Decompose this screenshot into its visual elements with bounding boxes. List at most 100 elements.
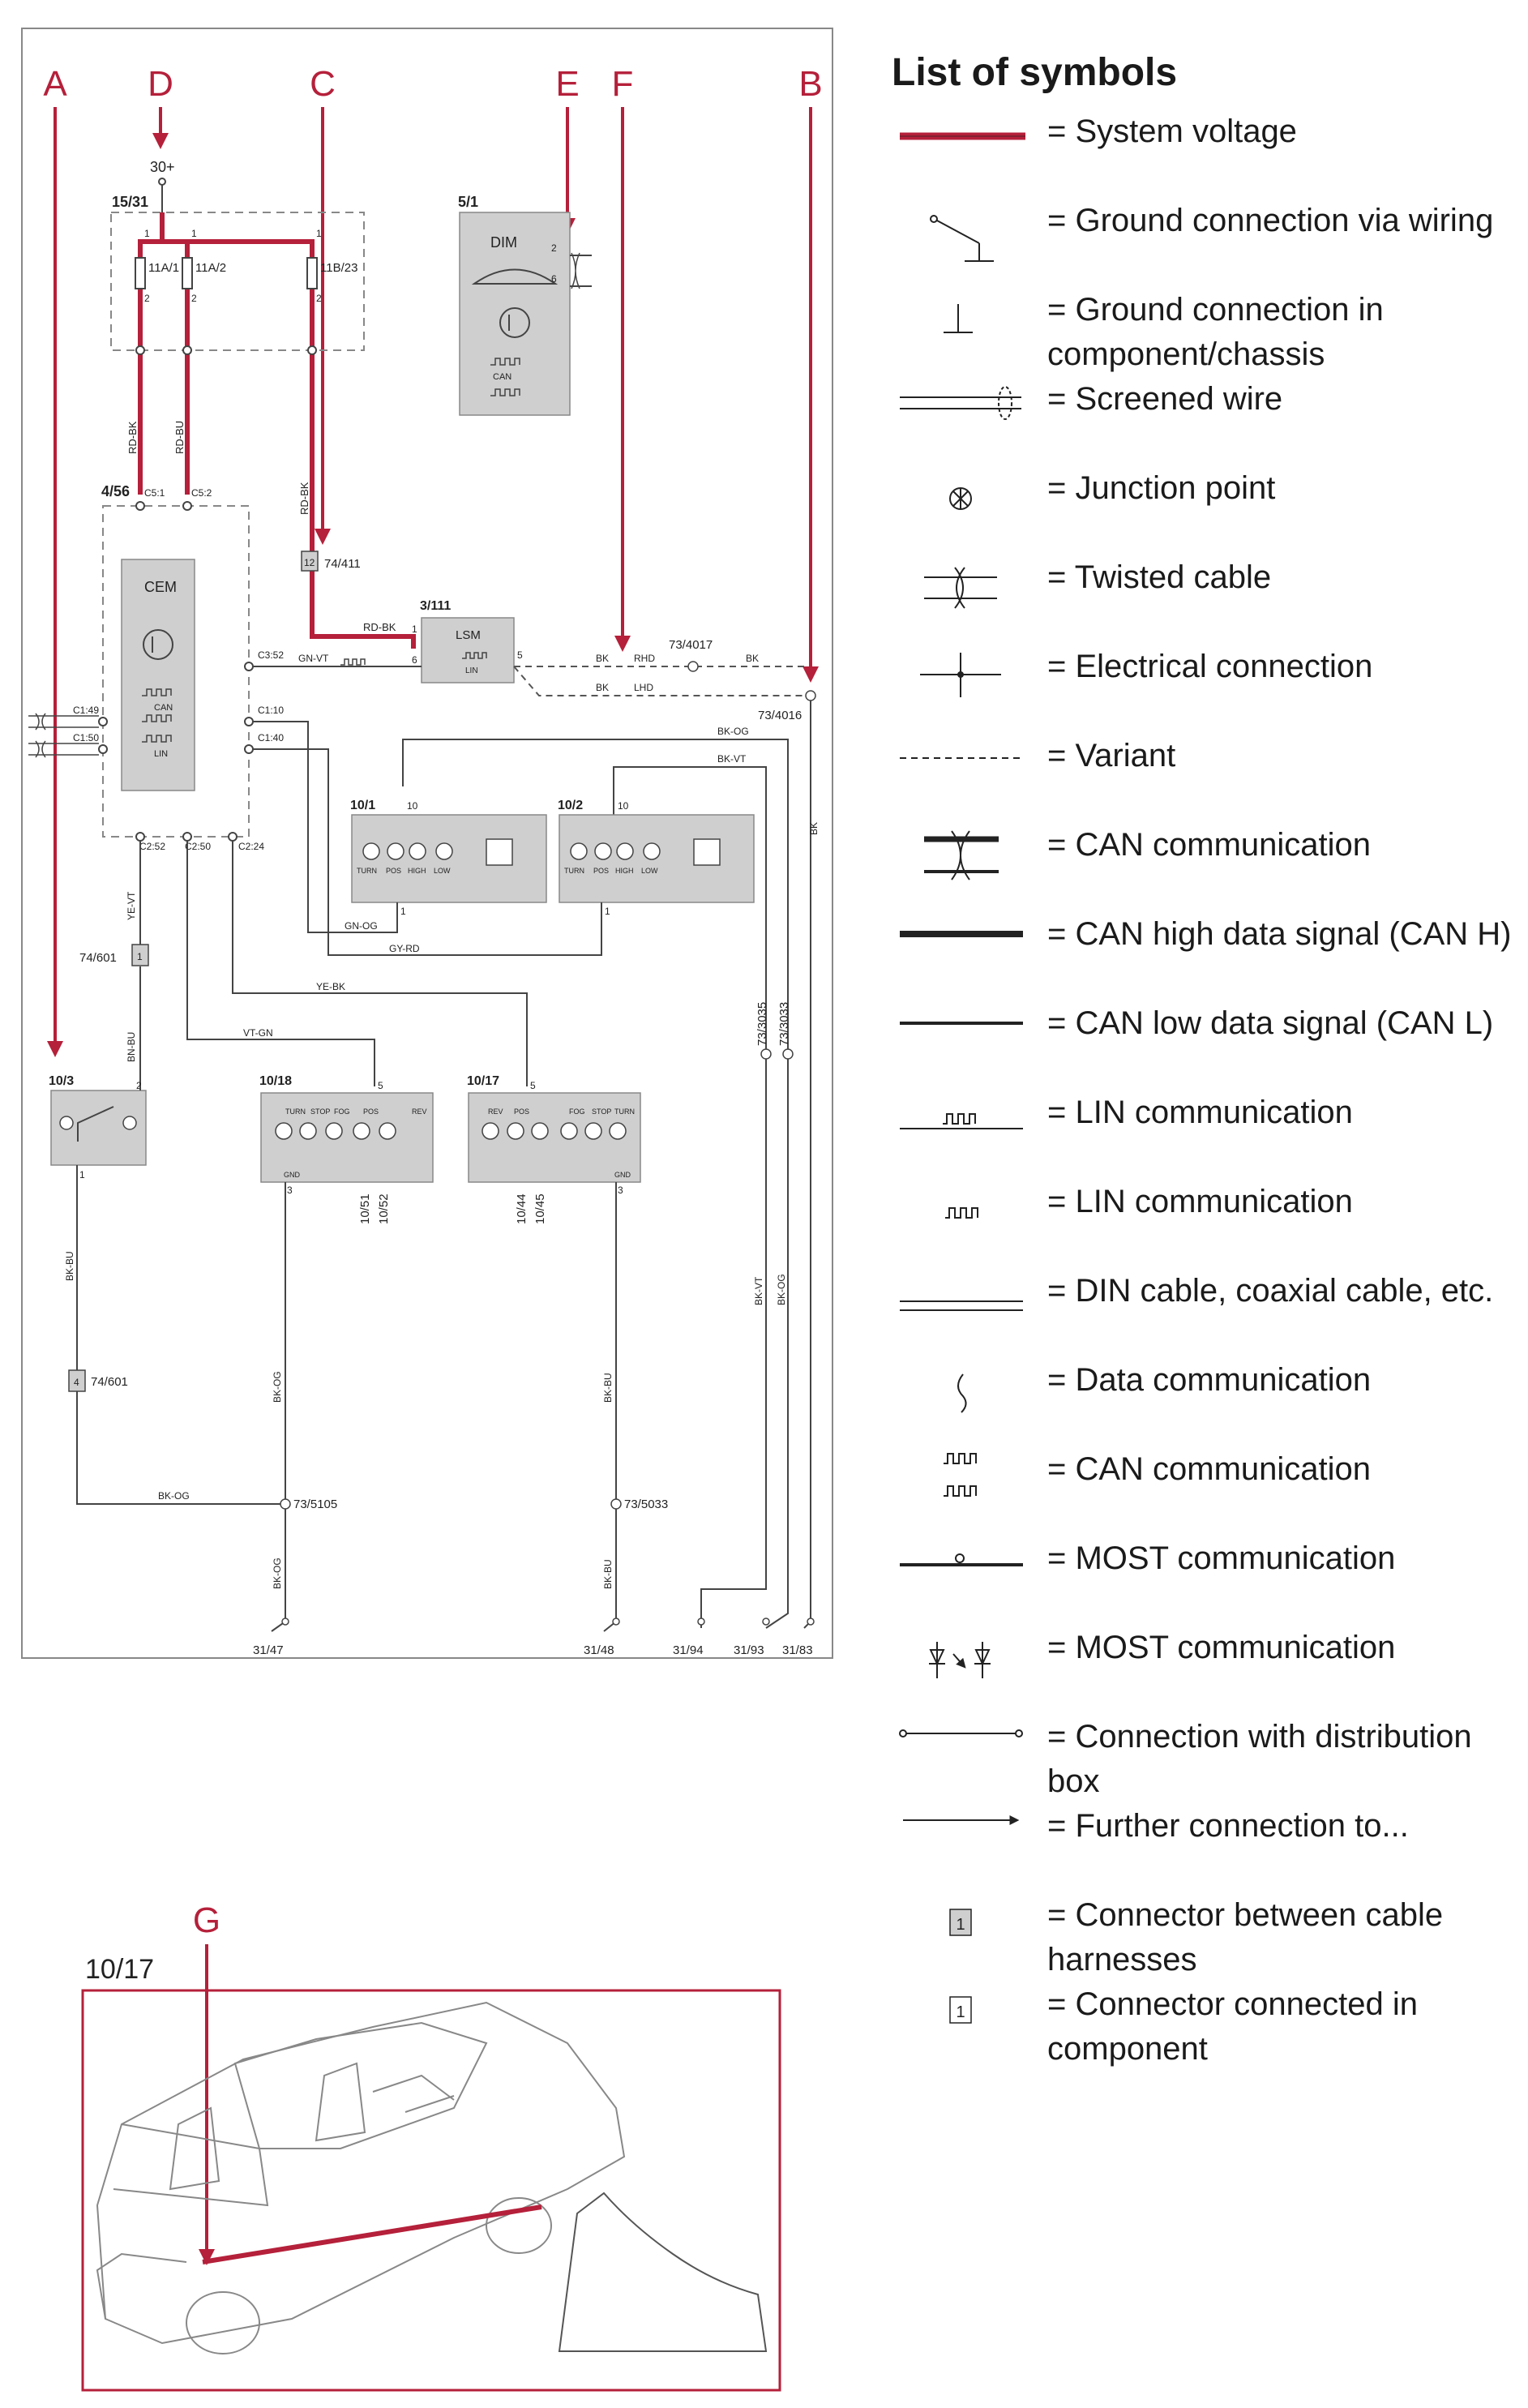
connector-74-411 <box>301 551 319 572</box>
lsm-id: 3/111 <box>420 599 451 613</box>
svg-text:C2:50: C2:50 <box>185 841 211 852</box>
svg-text:REV: REV <box>488 1108 503 1116</box>
legend-text-further-connection: = Further connection to... <box>1047 1808 1409 1844</box>
legend-text-most-line: = MOST communication <box>1047 1540 1396 1576</box>
fuse-box <box>110 212 365 351</box>
svg-text:1: 1 <box>400 906 406 917</box>
svg-text:BK-OG: BK-OG <box>272 1557 283 1589</box>
svg-text:1: 1 <box>605 906 610 917</box>
diagram-frame <box>21 28 833 1659</box>
svg-text:GY-RD: GY-RD <box>389 943 420 954</box>
svg-text:BK-BU: BK-BU <box>602 1373 614 1403</box>
svg-text:10: 10 <box>618 800 629 812</box>
svg-text:LIN: LIN <box>465 666 478 675</box>
lamp-front-2: 10/2 10 TURN POS HIGH LOW 1 <box>558 799 755 917</box>
svg-text:LOW: LOW <box>434 867 451 875</box>
svg-text:C5:2: C5:2 <box>191 487 212 499</box>
svg-text:BK-VT: BK-VT <box>717 753 747 765</box>
svg-text:POS: POS <box>514 1108 529 1116</box>
svg-text:10/51: 10/51 <box>358 1193 372 1224</box>
svg-text:BK: BK <box>596 682 609 693</box>
svg-text:STOP: STOP <box>592 1108 611 1116</box>
legend-text-ground-wiring: = Ground connection via wiring <box>1047 203 1494 238</box>
svg-text:STOP: STOP <box>310 1108 330 1116</box>
svg-text:6: 6 <box>412 654 417 666</box>
legend-icons <box>899 132 1025 2024</box>
legend-text-junction-point: = Junction point <box>1047 470 1276 506</box>
svg-text:2: 2 <box>551 242 557 254</box>
svg-text:TURN: TURN <box>285 1108 306 1116</box>
car-view-callout: G <box>193 1900 220 1940</box>
car-view-frame <box>81 1989 781 2392</box>
car-wire-highlight <box>202 2204 542 2264</box>
svg-text:BK: BK <box>808 822 820 835</box>
legend-text-lin-line: = LIN communication <box>1047 1095 1353 1130</box>
wire-rd-bk-2: RD-BK <box>298 482 310 515</box>
ground-31-47: 31/47 <box>253 1643 284 1657</box>
svg-text:C1:49: C1:49 <box>73 705 99 716</box>
svg-text:TURN: TURN <box>357 867 377 875</box>
svg-text:CAN: CAN <box>154 703 173 713</box>
svg-text:BK-OG: BK-OG <box>272 1371 283 1403</box>
electrical-connection-icon <box>920 653 1001 697</box>
svg-text:C3:52: C3:52 <box>258 649 284 661</box>
ground-31-83: 31/83 <box>782 1643 813 1657</box>
svg-text:1: 1 <box>137 951 143 962</box>
dim-id: 5/1 <box>458 194 478 210</box>
svg-text:CEM: CEM <box>144 579 177 595</box>
rear-lamp-detail <box>558 2192 768 2352</box>
svg-text:TURN: TURN <box>564 867 584 875</box>
svg-text:3: 3 <box>287 1185 293 1196</box>
legend-title: List of symbols <box>892 51 1178 94</box>
svg-text:LOW: LOW <box>641 867 658 875</box>
ground-31-48: 31/48 <box>584 1643 614 1657</box>
legend-text-screened-wire: = Screened wire <box>1047 381 1283 417</box>
svg-text:YE-VT: YE-VT <box>126 891 137 920</box>
svg-text:C1:10: C1:10 <box>258 705 284 716</box>
junction-73-4016: 73/4016 <box>758 709 802 722</box>
callout-e: E <box>555 64 579 104</box>
distribution-box-icon <box>899 1729 1023 1737</box>
svg-text:C5:1: C5:1 <box>144 487 165 499</box>
svg-text:6: 6 <box>551 273 557 285</box>
svg-text:2: 2 <box>191 293 197 304</box>
svg-text:BK-VT: BK-VT <box>753 1276 764 1305</box>
svg-text:LIN: LIN <box>154 749 168 759</box>
lsm-module <box>421 617 515 683</box>
svg-text:10/45: 10/45 <box>533 1193 547 1224</box>
lamp-front-1: 10/1 10 TURN POS HIGH LOW 1 <box>350 799 547 917</box>
svg-text:1: 1 <box>412 623 417 635</box>
svg-text:FOG: FOG <box>334 1108 350 1116</box>
svg-text:5: 5 <box>378 1080 383 1091</box>
svg-text:BN-BU: BN-BU <box>126 1032 137 1062</box>
svg-text:5: 5 <box>530 1080 536 1091</box>
svg-text:BK: BK <box>596 653 609 664</box>
dim-module <box>459 212 571 416</box>
svg-text:10/18: 10/18 <box>259 1074 292 1088</box>
svg-text:74/411: 74/411 <box>324 557 361 571</box>
junction-73-4017: 73/4017 <box>669 638 713 652</box>
fuse-11a2: 11A/2 <box>195 261 226 275</box>
cem-module <box>121 559 195 791</box>
svg-text:POS: POS <box>363 1108 379 1116</box>
legend-text-can-communication: = CAN communication <box>1047 827 1372 863</box>
svg-text:LHD: LHD <box>634 682 653 693</box>
screened-wire-icon <box>900 386 1021 420</box>
legend-text-distribution-box: = Connection with distribution box <box>1047 1719 1472 1799</box>
svg-text:DIM: DIM <box>490 234 517 251</box>
junction-73-3035: 73/3035 <box>755 1002 769 1046</box>
svg-text:C2:52: C2:52 <box>139 841 165 852</box>
svg-text:BK-OG: BK-OG <box>776 1274 787 1305</box>
svg-text:74/601: 74/601 <box>91 1375 128 1389</box>
din-cable-icon <box>900 1300 1023 1311</box>
svg-text:GND: GND <box>614 1171 631 1179</box>
data-communication-icon <box>957 1373 967 1413</box>
fuse-11b23: 11B/23 <box>320 261 357 275</box>
connector-harness-glyph: 1 <box>956 1916 965 1934</box>
legend-text-ground-component: = Ground connection in component/chassis <box>1047 292 1384 372</box>
legend-text-twisted-cable: = Twisted cable <box>1047 559 1272 595</box>
legend-text-can-label: = CAN communication <box>1047 1451 1372 1487</box>
legend-text-din-cable: = DIN cable, coaxial cable, etc. <box>1047 1273 1494 1309</box>
svg-text:10/44: 10/44 <box>515 1193 529 1224</box>
